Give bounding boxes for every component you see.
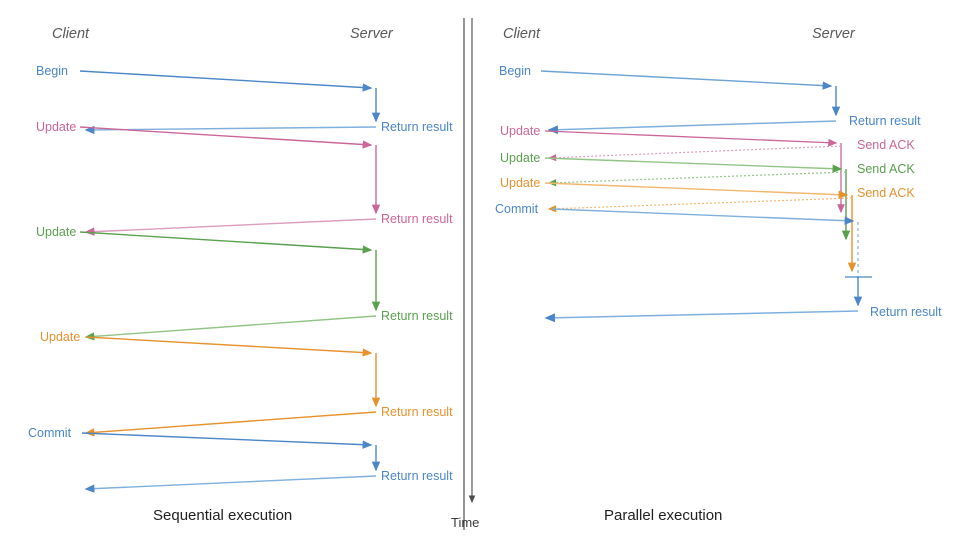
- message-group-update3-sequential: Update Return result: [40, 330, 453, 437]
- message-label-begin: Begin: [36, 64, 68, 78]
- server-actor-label-sequential: Server: [350, 26, 394, 42]
- message-group-commit-parallel: Commit Return result: [495, 202, 942, 323]
- message-label-commit-parallel: Commit: [495, 202, 539, 216]
- message-group-begin-sequential: Begin Return result: [36, 64, 453, 135]
- message-group-update1-parallel: Update Send ACK: [500, 124, 915, 214]
- request-arrow-commit-parallel: [551, 208, 855, 225]
- message-label-update-1: Update: [36, 120, 76, 134]
- response-arrow-begin: [84, 125, 377, 135]
- message-group-update2-parallel: Update Send ACK: [500, 151, 915, 241]
- ack-arrow-update-3-parallel: [547, 197, 853, 213]
- message-group-update1-sequential: Update Return result: [36, 120, 453, 236]
- message-label-return-result-update-2: Return result: [381, 309, 453, 323]
- panel-caption-parallel: Parallel execution: [604, 507, 722, 524]
- ack-arrow-update-1-parallel: [547, 145, 842, 162]
- request-arrow-update-3-parallel: [544, 182, 849, 199]
- message-group-update2-sequential: Update Return result: [36, 225, 453, 341]
- message-label-send-ack-update-1: Send ACK: [857, 138, 915, 152]
- message-label-update-1-parallel: Update: [500, 124, 540, 138]
- message-label-update-2: Update: [36, 225, 76, 239]
- request-arrow-update-2: [79, 231, 373, 254]
- response-arrow-commit-parallel: [544, 310, 859, 323]
- panel-sequential: Client Server Begin Return result Update…: [28, 26, 453, 524]
- request-arrow-update-2-parallel: [544, 157, 843, 173]
- request-arrow-update-1: [79, 126, 373, 149]
- response-arrow-update-1: [84, 218, 377, 236]
- panel-parallel: Client Server Begin Return result Update…: [495, 26, 942, 524]
- response-arrow-begin-parallel: [547, 120, 837, 135]
- panel-caption-sequential: Sequential execution: [153, 507, 292, 524]
- message-label-return-result-update-1: Return result: [381, 212, 453, 226]
- message-label-return-result-begin-parallel: Return result: [849, 114, 921, 128]
- message-label-return-result-begin: Return result: [381, 120, 453, 134]
- message-label-return-result-update-3: Return result: [381, 405, 453, 419]
- message-label-return-result-commit: Return result: [381, 469, 453, 483]
- message-label-update-2-parallel: Update: [500, 151, 540, 165]
- message-group-begin-parallel: Begin Return result: [499, 64, 921, 135]
- message-group-commit-sequential: Commit Return result: [28, 426, 453, 493]
- client-actor-label-parallel: Client: [503, 26, 541, 42]
- response-arrow-update-3: [84, 411, 377, 437]
- message-label-begin-parallel: Begin: [499, 64, 531, 78]
- response-arrow-commit: [84, 475, 377, 493]
- request-arrow-begin-parallel: [540, 70, 833, 90]
- ack-arrow-update-2-parallel: [547, 171, 847, 187]
- message-group-update3-parallel: Update Send ACK: [500, 176, 915, 273]
- message-label-update-3-parallel: Update: [500, 176, 540, 190]
- request-arrow-update-1-parallel: [544, 130, 838, 147]
- message-label-update-3: Update: [40, 330, 80, 344]
- response-arrow-update-2: [84, 315, 377, 341]
- request-arrow-begin: [79, 70, 373, 92]
- message-label-send-ack-update-3: Send ACK: [857, 186, 915, 200]
- message-label-commit: Commit: [28, 426, 72, 440]
- request-arrow-commit: [81, 432, 373, 449]
- request-arrow-update-3: [85, 336, 373, 357]
- client-actor-label-sequential: Client: [52, 26, 90, 42]
- message-label-return-result-commit-parallel: Return result: [870, 305, 942, 319]
- time-axis-label: Time: [451, 515, 479, 530]
- message-label-send-ack-update-2: Send ACK: [857, 162, 915, 176]
- server-actor-label-parallel: Server: [812, 26, 856, 42]
